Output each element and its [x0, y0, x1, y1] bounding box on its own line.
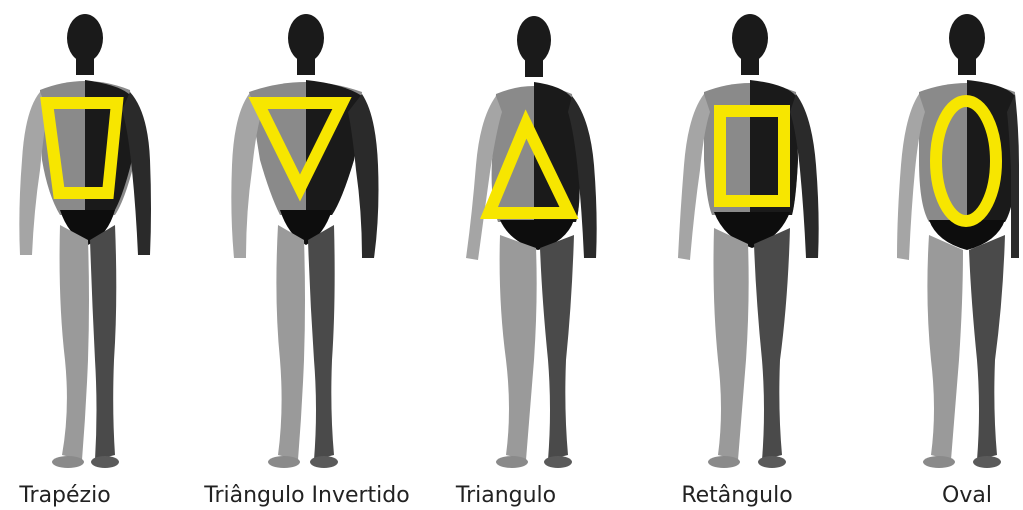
figure-trapezio	[0, 0, 204, 510]
human-figure-trapezio	[0, 0, 204, 475]
figure-oval	[819, 0, 1023, 510]
caption-triangulo-invertido: Triângulo Invertido	[204, 482, 409, 510]
figure-triangulo	[448, 0, 652, 510]
caption-oval: Oval	[942, 482, 992, 510]
human-figure-oval	[819, 0, 1023, 475]
human-figure-triangulo-invertido	[214, 0, 418, 475]
caption-trapezio: Trapézio	[19, 482, 110, 510]
caption-triangulo: Triangulo	[456, 482, 556, 510]
human-figure-triangulo	[448, 0, 652, 475]
figure-triangulo-invertido	[214, 0, 418, 510]
caption-retangulo: Retângulo	[681, 482, 792, 510]
